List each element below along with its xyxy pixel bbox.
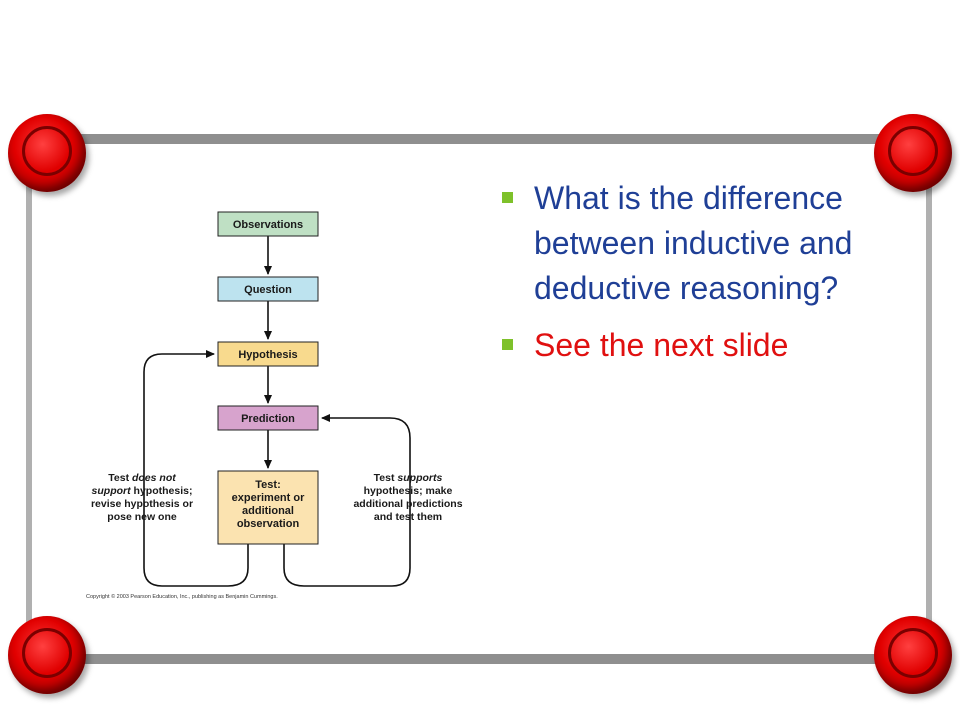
bullet-next-slide-text: See the next slide <box>534 327 789 363</box>
left-line2-b: hypothesis; <box>131 485 193 497</box>
test-label-line1: Test: <box>255 479 280 491</box>
test-label-line3: additional <box>242 505 294 517</box>
observations-label: Observations <box>233 219 303 231</box>
pushpin-bottom-right-icon <box>874 616 952 694</box>
bullet-question: What is the difference between inductive… <box>500 176 900 311</box>
left-line4: pose new one <box>107 511 177 523</box>
bullet-square-icon <box>502 192 513 203</box>
question-label: Question <box>244 284 292 296</box>
left-line2-a: support <box>92 485 132 497</box>
test-label-line2: experiment or <box>232 492 305 504</box>
svg-text:support hypothesis;: support hypothesis; <box>92 485 193 497</box>
hypothesis-label: Hypothesis <box>238 349 297 361</box>
pushpin-bottom-left-icon <box>8 616 86 694</box>
pushpin-top-right-icon <box>874 114 952 192</box>
observations-box <box>217 211 319 237</box>
question-box <box>217 276 319 302</box>
test-box <box>217 470 319 545</box>
prediction-label: Prediction <box>241 413 295 425</box>
left-line3: revise hypothesis or <box>91 498 193 510</box>
slide-frame <box>26 134 932 664</box>
right-annotation: Test supports hypothesis; make additiona… <box>353 472 462 523</box>
left-annotation: Test does not support hypothesis; revise… <box>91 472 193 523</box>
test-label-line4: observation <box>237 518 300 530</box>
copyright-text: Copyright © 2003 Pearson Education, Inc.… <box>86 593 278 600</box>
right-line3: additional predictions <box>353 498 462 510</box>
svg-text:Test supports: Test supports <box>374 472 443 484</box>
right-line2: hypothesis; make <box>364 485 453 497</box>
bullet-question-text: What is the difference between inductive… <box>534 180 853 306</box>
arrow-left-loop <box>143 350 249 587</box>
right-line1-b: supports <box>397 472 442 484</box>
right-line1-a: Test <box>374 472 398 484</box>
left-line1-a: Test <box>108 472 132 484</box>
bullet-next-slide: See the next slide <box>500 323 900 368</box>
bullet-list: What is the difference between inductive… <box>500 176 900 380</box>
hypothesis-box <box>217 341 319 367</box>
pushpin-top-left-icon <box>8 114 86 192</box>
prediction-box <box>217 405 319 431</box>
arrow-right-loop <box>283 414 411 587</box>
left-line1-b: does not <box>132 472 176 484</box>
bullet-square-icon <box>502 339 513 350</box>
svg-text:Test does not: Test does not <box>108 472 176 484</box>
right-line4: and test them <box>374 511 442 523</box>
